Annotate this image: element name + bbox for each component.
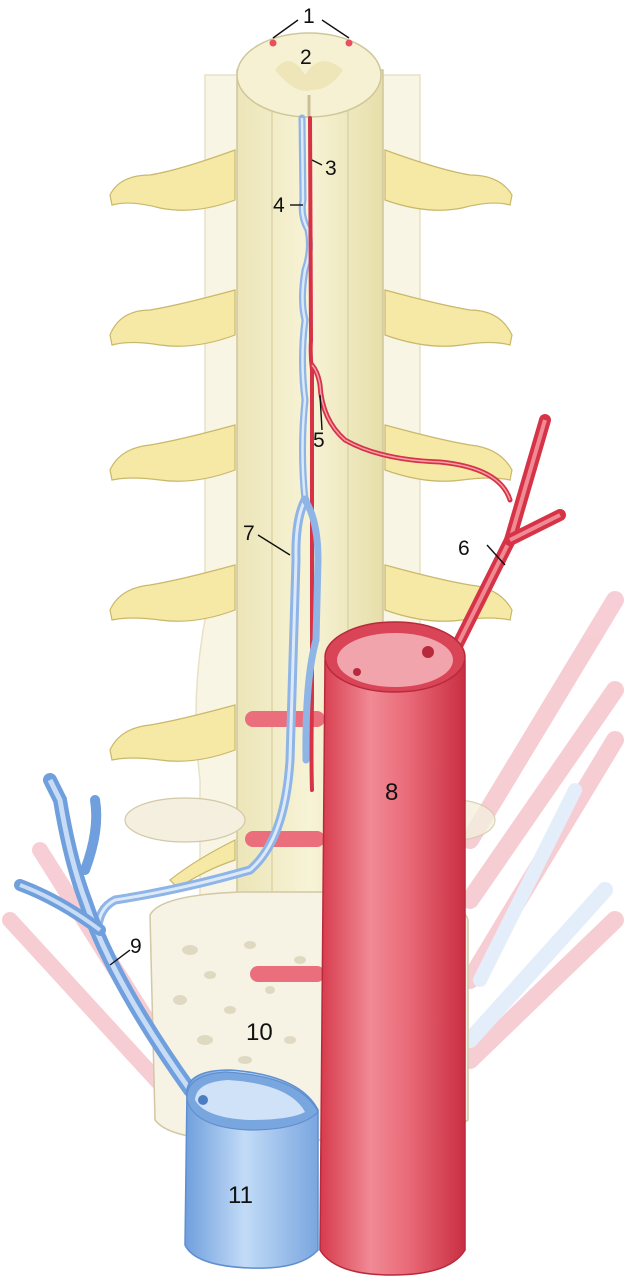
leader-lines <box>109 19 506 966</box>
label-2: 2 <box>300 46 312 69</box>
figure-labels: 1 2 3 4 5 6 7 8 9 10 11 <box>130 5 470 1209</box>
label-7: 7 <box>243 522 255 545</box>
label-9: 9 <box>130 935 142 958</box>
segmental-artery-6 <box>449 414 566 656</box>
label-3: 3 <box>325 157 337 180</box>
label-4: 4 <box>273 194 285 217</box>
inferior-vena-cava <box>184 1069 319 1269</box>
posterior-spinal-artery-dot-left <box>269 39 277 47</box>
anterior-spinal-artery <box>308 116 314 792</box>
posterior-spinal-artery-dot-right <box>345 39 353 47</box>
label-10: 10 <box>246 1019 273 1046</box>
label-8: 8 <box>385 779 398 806</box>
spinal-cord-cross-section <box>236 32 382 118</box>
segmental-arteries <box>245 711 325 982</box>
radicular-vein <box>93 495 322 945</box>
spinal-nerves <box>109 149 513 889</box>
label-5: 5 <box>313 429 325 452</box>
label-11: 11 <box>228 1182 253 1209</box>
aorta <box>319 621 466 1276</box>
label-1: 1 <box>303 5 315 28</box>
aortic-ostium <box>422 646 434 658</box>
side-vessels <box>2 591 624 1108</box>
azygos-vein <box>14 773 197 1097</box>
label-6: 6 <box>458 537 470 560</box>
